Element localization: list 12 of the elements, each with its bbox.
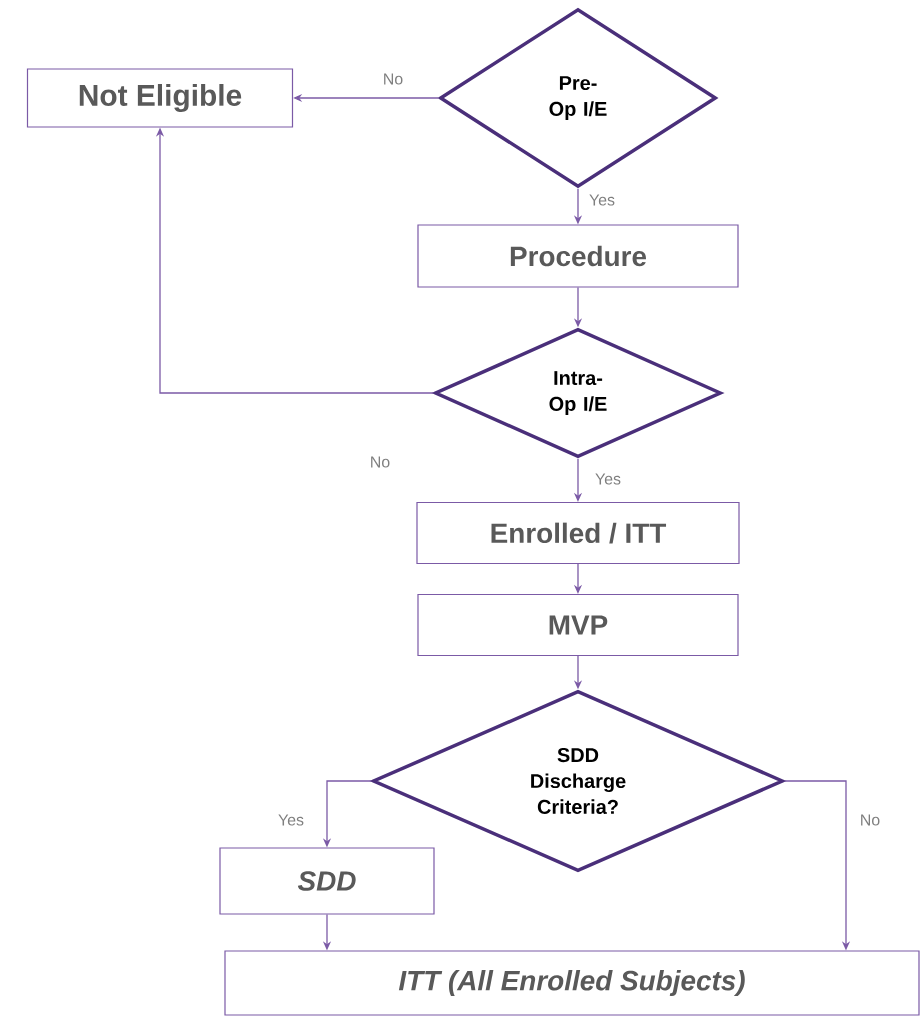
edge-label: No [858,813,882,827]
process-box: SDD [219,847,435,915]
process-box: ITT (All Enrolled Subjects) [224,950,920,1016]
process-box: Not Eligible [26,68,294,128]
process-box: MVP [417,593,739,657]
process-box: Enrolled / ITT [416,501,740,565]
edge-label: Yes [277,813,305,827]
edge-label: No [368,455,392,469]
process-box: Procedure [417,224,739,288]
edge-label: Yes [588,193,616,207]
edge-label: Yes [594,472,622,486]
edge-label: No [381,72,405,86]
